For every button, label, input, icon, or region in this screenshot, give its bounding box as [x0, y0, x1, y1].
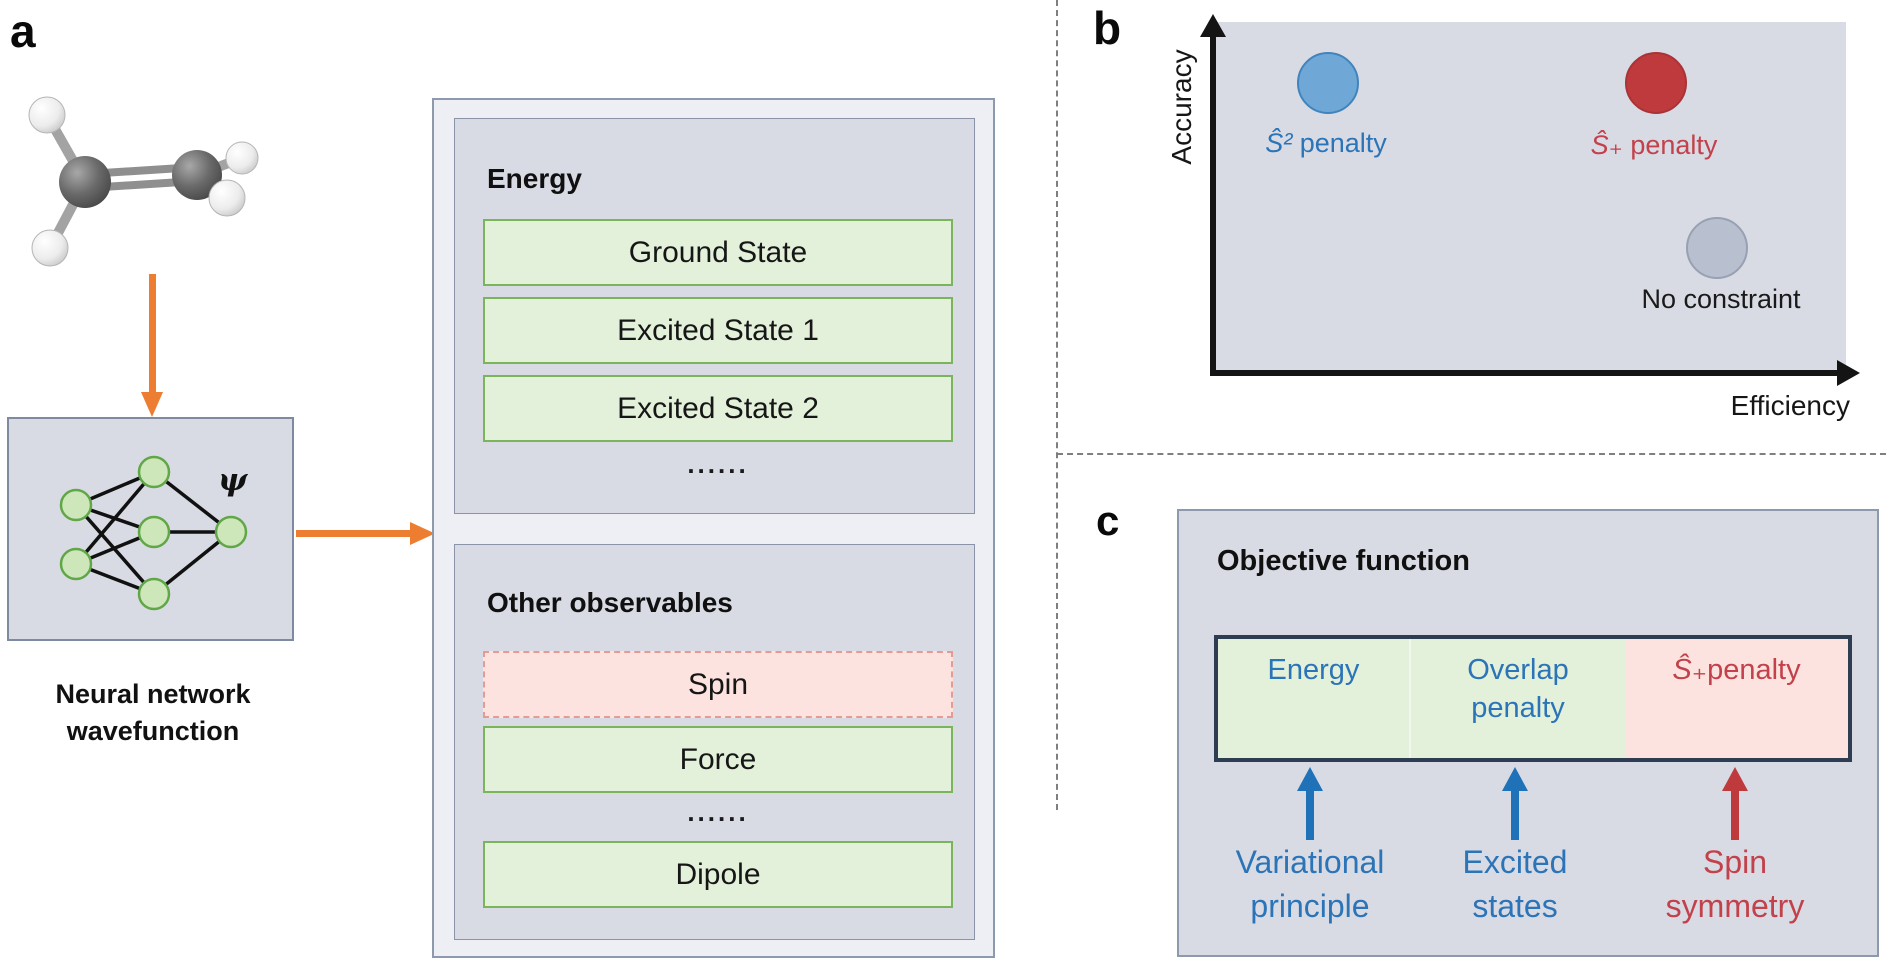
vertical-dashed-separator — [1056, 0, 1058, 810]
nn-node — [214, 515, 248, 549]
nn-caption-line2: wavefunction — [66, 716, 240, 746]
energy-panel: Energy Ground State Excited State 1 Exci… — [454, 118, 975, 514]
source-excited-line1: Excited — [1462, 844, 1568, 880]
hydrogen-atom — [208, 179, 246, 217]
term-overlap-penalty: Overlap penalty — [1411, 639, 1625, 758]
other-observables-panel: Other observables Spin Force ...... Dipo… — [454, 544, 975, 940]
hydrogen-atom — [28, 96, 66, 134]
y-axis-label: Accuracy — [1166, 49, 1197, 165]
splus-word: penalty — [1622, 130, 1718, 160]
other-observables-title: Other observables — [487, 587, 733, 618]
term-splus-penalty: Ŝ₊ penalty — [1625, 639, 1848, 758]
source-excited-line2: states — [1472, 888, 1558, 924]
nn-node — [137, 455, 171, 489]
neural-network-diagram — [59, 455, 248, 611]
nn-node — [59, 488, 93, 522]
neural-network-box — [7, 417, 294, 641]
nn-caption-line1: Neural network — [55, 679, 251, 709]
other-row-force: Force — [483, 726, 953, 793]
source-variational-line2: principle — [1250, 888, 1370, 924]
panel-label-a: a — [10, 5, 36, 57]
data-point-s2-penalty — [1297, 52, 1359, 114]
s2-symbol: Ŝ² — [1265, 128, 1293, 158]
psi-symbol: ψ — [218, 462, 248, 498]
energy-row-excited-state-2: Excited State 2 — [483, 375, 953, 442]
other-row-spin: Spin — [483, 651, 953, 718]
term-overlap-penalty-text: Overlap penalty — [1467, 654, 1569, 724]
arrow-up-spin-shaft — [1731, 787, 1739, 840]
nn-node — [59, 547, 93, 581]
carbon-atom — [172, 150, 222, 200]
source-spin-line2: symmetry — [1665, 888, 1805, 924]
splus-symbol: Ŝ₊ — [1590, 130, 1623, 160]
term-splus-word: penalty — [1707, 654, 1801, 686]
arrow-right-icon — [296, 522, 435, 545]
label-no-constraint: No constraint — [1571, 284, 1871, 315]
panel-label-b: b — [1093, 2, 1122, 54]
x-axis-label: Efficiency — [1730, 390, 1850, 421]
arrow-up-excited-shaft — [1511, 787, 1519, 840]
source-variational-principle: Variational principle — [1190, 840, 1430, 928]
other-ellipsis: ...... — [687, 797, 749, 827]
source-spin-line1: Spin — [1702, 844, 1768, 880]
nn-caption: Neural network wavefunction — [0, 676, 306, 750]
term-splus-symbol: Ŝ₊ — [1672, 654, 1708, 686]
other-row-dipole: Dipole — [483, 841, 953, 908]
hydrogen-atom — [225, 141, 259, 175]
source-variational-line1: Variational — [1235, 844, 1385, 880]
energy-ellipsis: ...... — [687, 449, 749, 479]
arrow-down-icon — [141, 274, 163, 417]
x-axis — [1210, 370, 1840, 376]
y-axis-arrowhead-icon — [1200, 14, 1226, 37]
y-axis — [1210, 34, 1216, 376]
data-point-no-constraint — [1686, 217, 1748, 279]
arrow-up-variational-shaft — [1306, 787, 1314, 840]
label-s2-penalty: Ŝ² penalty — [1196, 128, 1456, 159]
objective-function-box: Objective function Energy Overlap penalt… — [1177, 509, 1879, 957]
observables-outer-box: Energy Ground State Excited State 1 Exci… — [432, 98, 995, 958]
x-axis-arrowhead-icon — [1837, 360, 1860, 386]
objective-terms-box: Energy Overlap penalty Ŝ₊ penalty — [1214, 635, 1852, 762]
nn-node — [137, 577, 171, 611]
carbon-atom — [59, 156, 111, 208]
s2-word: penalty — [1292, 128, 1387, 158]
molecule-illustration — [28, 96, 259, 267]
data-point-splus-penalty — [1625, 52, 1687, 114]
label-splus-penalty: Ŝ₊ penalty — [1524, 130, 1784, 161]
source-spin-symmetry: Spin symmetry — [1615, 840, 1855, 928]
horizontal-dashed-separator — [1057, 453, 1886, 455]
term-energy: Energy — [1218, 639, 1411, 758]
hydrogen-atom — [31, 229, 69, 267]
source-excited-states: Excited states — [1395, 840, 1635, 928]
no-constraint-word: No constraint — [1641, 284, 1801, 314]
objective-function-title: Objective function — [1217, 545, 1470, 577]
energy-row-excited-state-1: Excited State 1 — [483, 297, 953, 364]
panel-label-c: c — [1096, 497, 1120, 544]
nn-node — [137, 515, 171, 549]
energy-row-ground-state: Ground State — [483, 219, 953, 286]
energy-panel-title: Energy — [487, 163, 582, 194]
